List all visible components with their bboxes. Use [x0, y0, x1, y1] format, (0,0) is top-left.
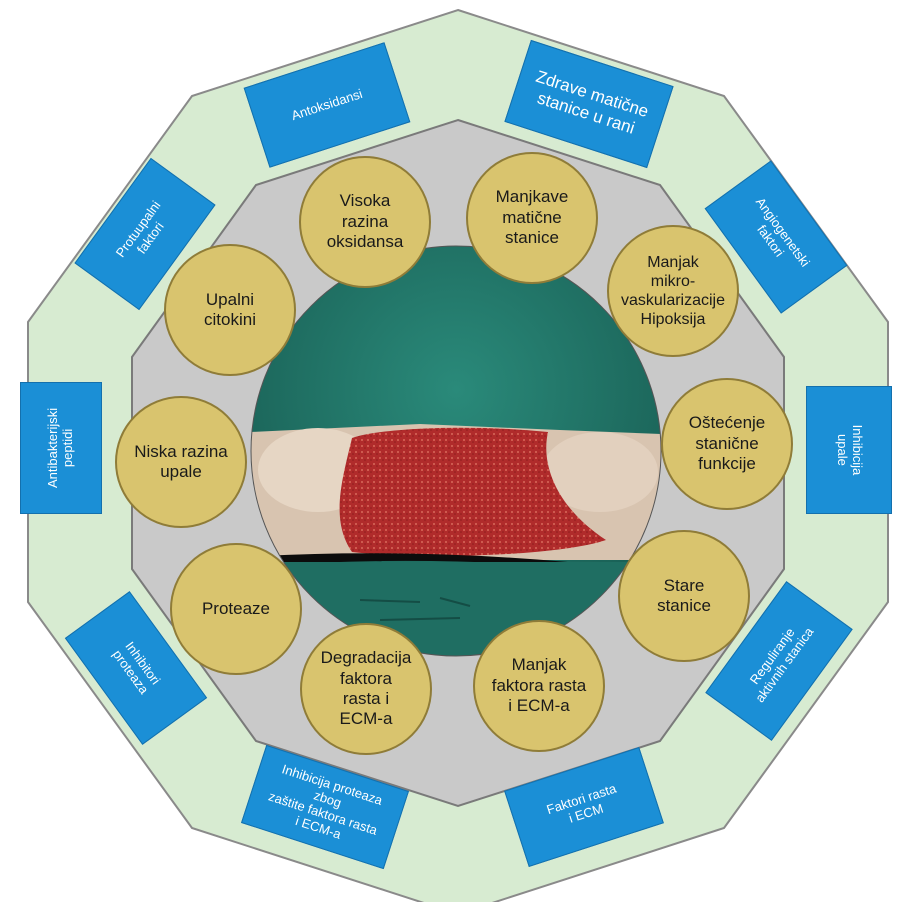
regulating-active-cells-label: Reguliranje aktivnih stanica [741, 616, 817, 705]
antioxidants-label: Antoksidansi [290, 87, 365, 124]
degradation-growth-factors-circle: Degradacija faktora rasta i ECM-a [300, 623, 432, 755]
deficient-stem-cells-label: Manjkave matične stanice [496, 187, 569, 248]
anti-inflammatory-factors-label: Protuupalni faktori [114, 199, 177, 270]
old-cells-circle: Stare stanice [618, 530, 750, 662]
high-oxidant-level-circle: Visoka razina oksidansa [299, 156, 431, 288]
growth-factors-ecm-label: Faktori rasta i ECM [545, 782, 623, 833]
microvascular-hypoxia-circle: Manjak mikro- vaskularizacije Hipoksija [607, 225, 739, 357]
lack-growth-factors-label: Manjak faktora rasta i ECM-a [492, 655, 587, 716]
lack-growth-factors-circle: Manjak faktora rasta i ECM-a [473, 620, 605, 752]
angiogenic-factors-label: Angiogenetski faktori [740, 195, 812, 279]
healthy-stem-cells-label: Zdrave matične stanice u rani [527, 67, 651, 140]
protease-inhibitors-label: Inhibitori proteaza [109, 639, 163, 697]
antibacterial-peptides-label: Antibakterijski peptidi [46, 408, 76, 488]
degradation-growth-factors-label: Degradacija faktora rasta i ECM-a [321, 648, 412, 730]
proteases-label: Proteaze [202, 599, 270, 619]
old-cells-label: Stare stanice [657, 576, 711, 617]
low-inflammation-circle: Niska razina upale [115, 396, 247, 528]
wound-photo [251, 246, 661, 656]
cell-function-damage-label: Oštećenje stanične funkcije [689, 413, 766, 474]
antibacterial-peptides-box: Antibakterijski peptidi [20, 382, 102, 514]
inflammatory-cytokines-circle: Upalni citokini [164, 244, 296, 376]
inflammation-inhibition-label: Inhibicija upale [834, 425, 864, 476]
microvascular-hypoxia-label: Manjak mikro- vaskularizacije Hipoksija [621, 253, 725, 330]
low-inflammation-label: Niska razina upale [134, 442, 228, 483]
inflammatory-cytokines-label: Upalni citokini [204, 290, 256, 331]
high-oxidant-level-label: Visoka razina oksidansa [327, 191, 404, 252]
proteases-circle: Proteaze [170, 543, 302, 675]
deficient-stem-cells-circle: Manjkave matične stanice [466, 152, 598, 284]
cell-function-damage-circle: Oštećenje stanične funkcije [661, 378, 793, 510]
inflammation-inhibition-box: Inhibicija upale [806, 386, 892, 514]
